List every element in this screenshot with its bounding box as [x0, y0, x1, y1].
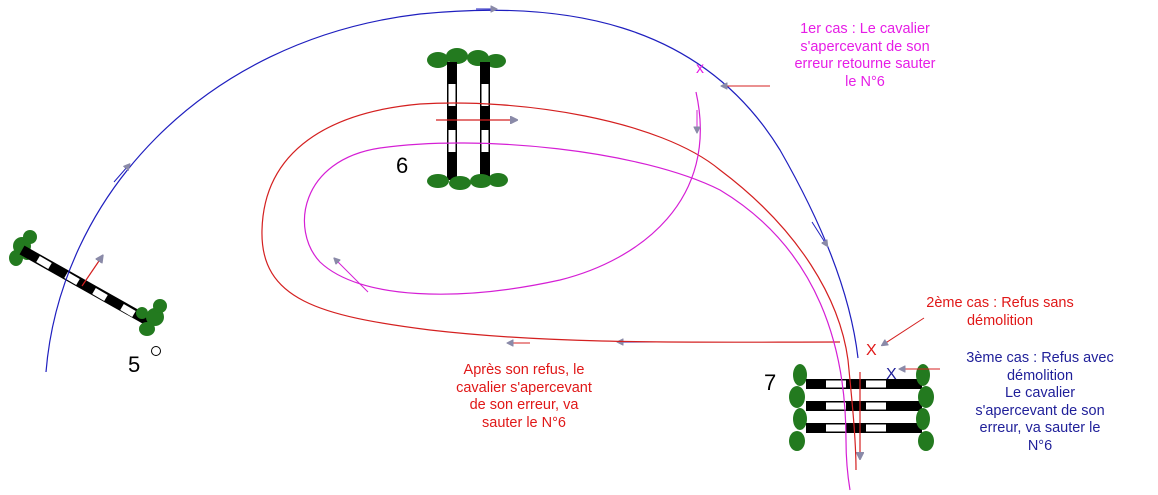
hedge-icon: [427, 48, 506, 68]
jump-pole: [19, 245, 153, 327]
obstacle-number-6: 6: [396, 153, 409, 178]
case1-annotation: 1er cas : Le cavalier s'apercevant de so…: [794, 21, 936, 90]
magenta-course-path: [303, 91, 851, 491]
case3-annotation: 3ème cas : Refus avec démolition Le cava…: [966, 350, 1114, 454]
pointer-arrow-icon: [884, 317, 925, 344]
hedge-icon: [427, 173, 508, 190]
blue-course-path: [45, 9, 859, 373]
direction-arrow-icon: [113, 166, 128, 183]
start-circle-icon: [151, 346, 161, 356]
hedge-icon: [916, 364, 934, 451]
red-course-path: [261, 102, 857, 471]
obstacle-number-7: 7: [764, 370, 777, 395]
obstacle-number-5: 5: [128, 352, 141, 377]
case3-refusal-mark: X: [886, 366, 897, 383]
case1-refusal-mark: x: [696, 60, 704, 77]
case2-annotation: 2ème cas : Refus sans démolition: [926, 295, 1074, 329]
direction-arrow-icon: [336, 260, 369, 293]
jump-pole: [447, 62, 490, 180]
obstacle-6: [427, 48, 514, 190]
hedge-icon: [789, 364, 807, 451]
direction-arrow-icon: [81, 258, 101, 287]
obstacle-7: [789, 364, 934, 456]
case2-refusal-mark: X: [866, 342, 877, 359]
direction-arrow-icon: [811, 221, 826, 244]
hedge-icon: [136, 299, 167, 336]
jump-pole: [806, 379, 922, 433]
obstacle-5: [9, 230, 167, 356]
after-refusal-annotation: Après son refus, le cavalier s'apercevan…: [456, 362, 592, 431]
